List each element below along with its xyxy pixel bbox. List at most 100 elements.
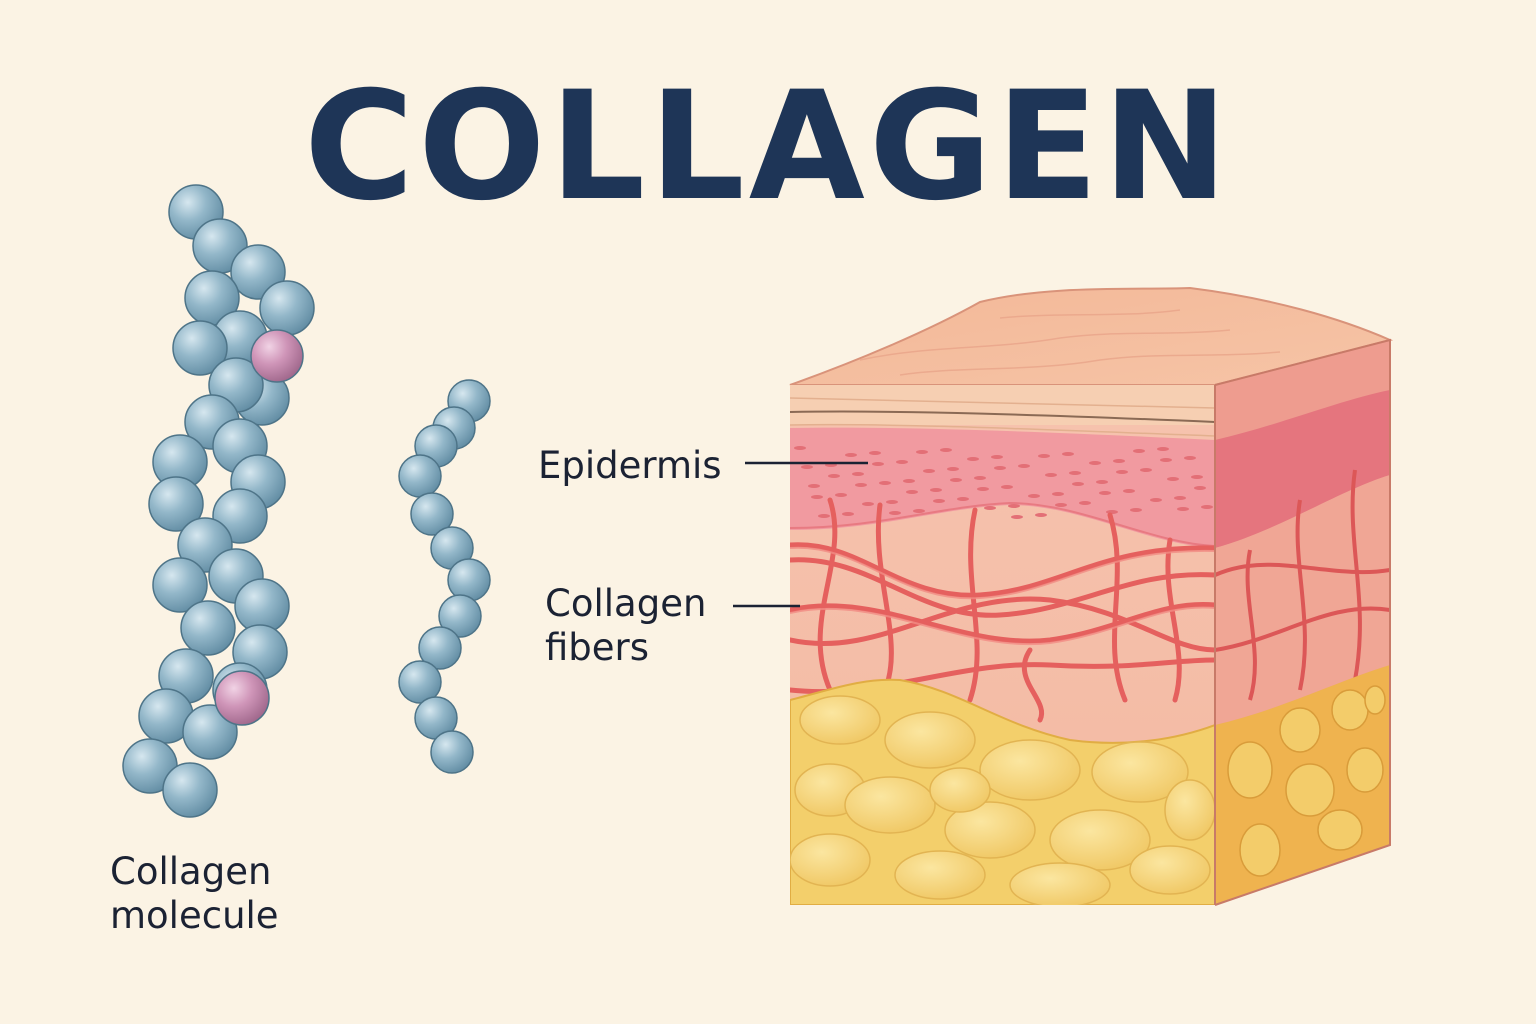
epidermis-texture	[1201, 505, 1213, 509]
epidermis-texture	[1035, 513, 1047, 517]
epidermis-texture	[1089, 461, 1101, 465]
chain-bead	[447, 558, 491, 602]
chain-bead	[398, 454, 442, 498]
fat-cell	[1331, 689, 1369, 731]
epidermis-texture	[1069, 471, 1081, 475]
epidermis-texture	[855, 483, 867, 487]
epidermis-texture	[1140, 468, 1152, 472]
helix-bead	[180, 600, 236, 656]
epidermis-texture	[913, 509, 925, 513]
fat-cell	[1317, 809, 1363, 851]
chain-bead	[398, 660, 442, 704]
fat-cell	[799, 695, 881, 745]
epidermis-texture	[818, 514, 830, 518]
epidermis-texture	[1038, 454, 1050, 458]
epidermis-texture	[1167, 477, 1179, 481]
fat-cell	[1049, 809, 1151, 871]
epidermis-texture	[1150, 498, 1162, 502]
helix-bead	[162, 762, 218, 818]
epidermis-texture	[1191, 475, 1203, 479]
fat-cell	[884, 711, 976, 769]
collagen-single-chain	[398, 379, 491, 774]
epidermis-texture	[1099, 491, 1111, 495]
chain-bead	[418, 626, 462, 670]
epidermis-texture	[811, 495, 823, 499]
epidermis-texture	[974, 476, 986, 480]
epidermis-texture	[1045, 473, 1057, 477]
skin-cross-section	[789, 286, 1394, 906]
fat-cell	[944, 801, 1036, 859]
fat-cell	[1364, 685, 1386, 715]
epidermis-texture	[994, 466, 1006, 470]
epidermis-texture	[1011, 515, 1023, 519]
epidermis-label: Epidermis	[538, 444, 722, 487]
fat-cell	[979, 739, 1081, 801]
page-title: COLLAGEN	[304, 60, 1232, 234]
epidermis-texture	[991, 455, 1003, 459]
epidermis-texture	[801, 465, 813, 469]
helix-bead	[148, 476, 204, 532]
epidermis-texture	[916, 450, 928, 454]
epidermis-texture	[794, 446, 806, 450]
epidermis-texture	[879, 481, 891, 485]
epidermis-texture	[933, 499, 945, 503]
epidermis-texture	[984, 506, 996, 510]
epidermis-texture	[845, 453, 857, 457]
fat-cell	[1346, 747, 1384, 793]
collagen-molecule-helix	[122, 184, 315, 818]
epidermis-texture	[1174, 496, 1186, 500]
fat-cell	[1285, 763, 1335, 817]
fat-cell	[1091, 741, 1189, 803]
epidermis-texture	[940, 448, 952, 452]
helix-bead	[152, 557, 208, 613]
epidermis-texture	[808, 484, 820, 488]
epidermis-texture	[903, 479, 915, 483]
chain-bead	[430, 730, 474, 774]
epidermis-texture	[1062, 452, 1074, 456]
epidermis-texture	[1001, 485, 1013, 489]
epidermis-texture	[1133, 449, 1145, 453]
epidermis-texture	[1052, 492, 1064, 496]
epidermis-texture	[977, 487, 989, 491]
epidermis-texture	[835, 493, 847, 497]
skin-surface	[789, 286, 1394, 386]
epidermis-texture	[842, 512, 854, 516]
epidermis-texture	[1157, 447, 1169, 451]
epidermis-texture	[1079, 501, 1091, 505]
epidermis-texture	[862, 502, 874, 506]
collagen-fibers-label: Collagen fibers	[545, 582, 707, 669]
collagen-molecule-label: Collagen molecule	[110, 850, 279, 937]
epidermis-texture	[869, 451, 881, 455]
fat-cell	[1164, 779, 1215, 841]
epidermis-texture	[1177, 507, 1189, 511]
fat-cell	[1009, 862, 1111, 905]
helix-bead-accent	[250, 329, 304, 383]
epidermis-texture	[950, 478, 962, 482]
epidermis-texture	[947, 467, 959, 471]
chain-bead	[438, 594, 482, 638]
epidermis-texture	[1096, 480, 1108, 484]
epidermis-texture	[1160, 458, 1172, 462]
helix-bead	[172, 320, 228, 376]
collagen-fibers	[790, 497, 1215, 723]
epidermis-texture	[1130, 508, 1142, 512]
epidermis-texture	[1018, 464, 1030, 468]
epidermis-texture	[889, 511, 901, 515]
epidermis-texture	[896, 460, 908, 464]
helix-bead	[259, 280, 315, 336]
epidermis-texture	[930, 488, 942, 492]
epidermis-texture	[1028, 494, 1040, 498]
epidermis-texture	[852, 472, 864, 476]
epidermis-texture	[1116, 470, 1128, 474]
epidermis-texture	[1008, 504, 1020, 508]
epidermis-texture	[967, 457, 979, 461]
epidermis-texture	[1106, 510, 1118, 514]
fat-cell	[929, 767, 991, 813]
epidermis-texture	[906, 490, 918, 494]
fat-cell	[1129, 845, 1211, 895]
epidermis-texture	[1194, 486, 1206, 490]
epidermis-texture	[1113, 459, 1125, 463]
fat-cell	[844, 776, 936, 834]
